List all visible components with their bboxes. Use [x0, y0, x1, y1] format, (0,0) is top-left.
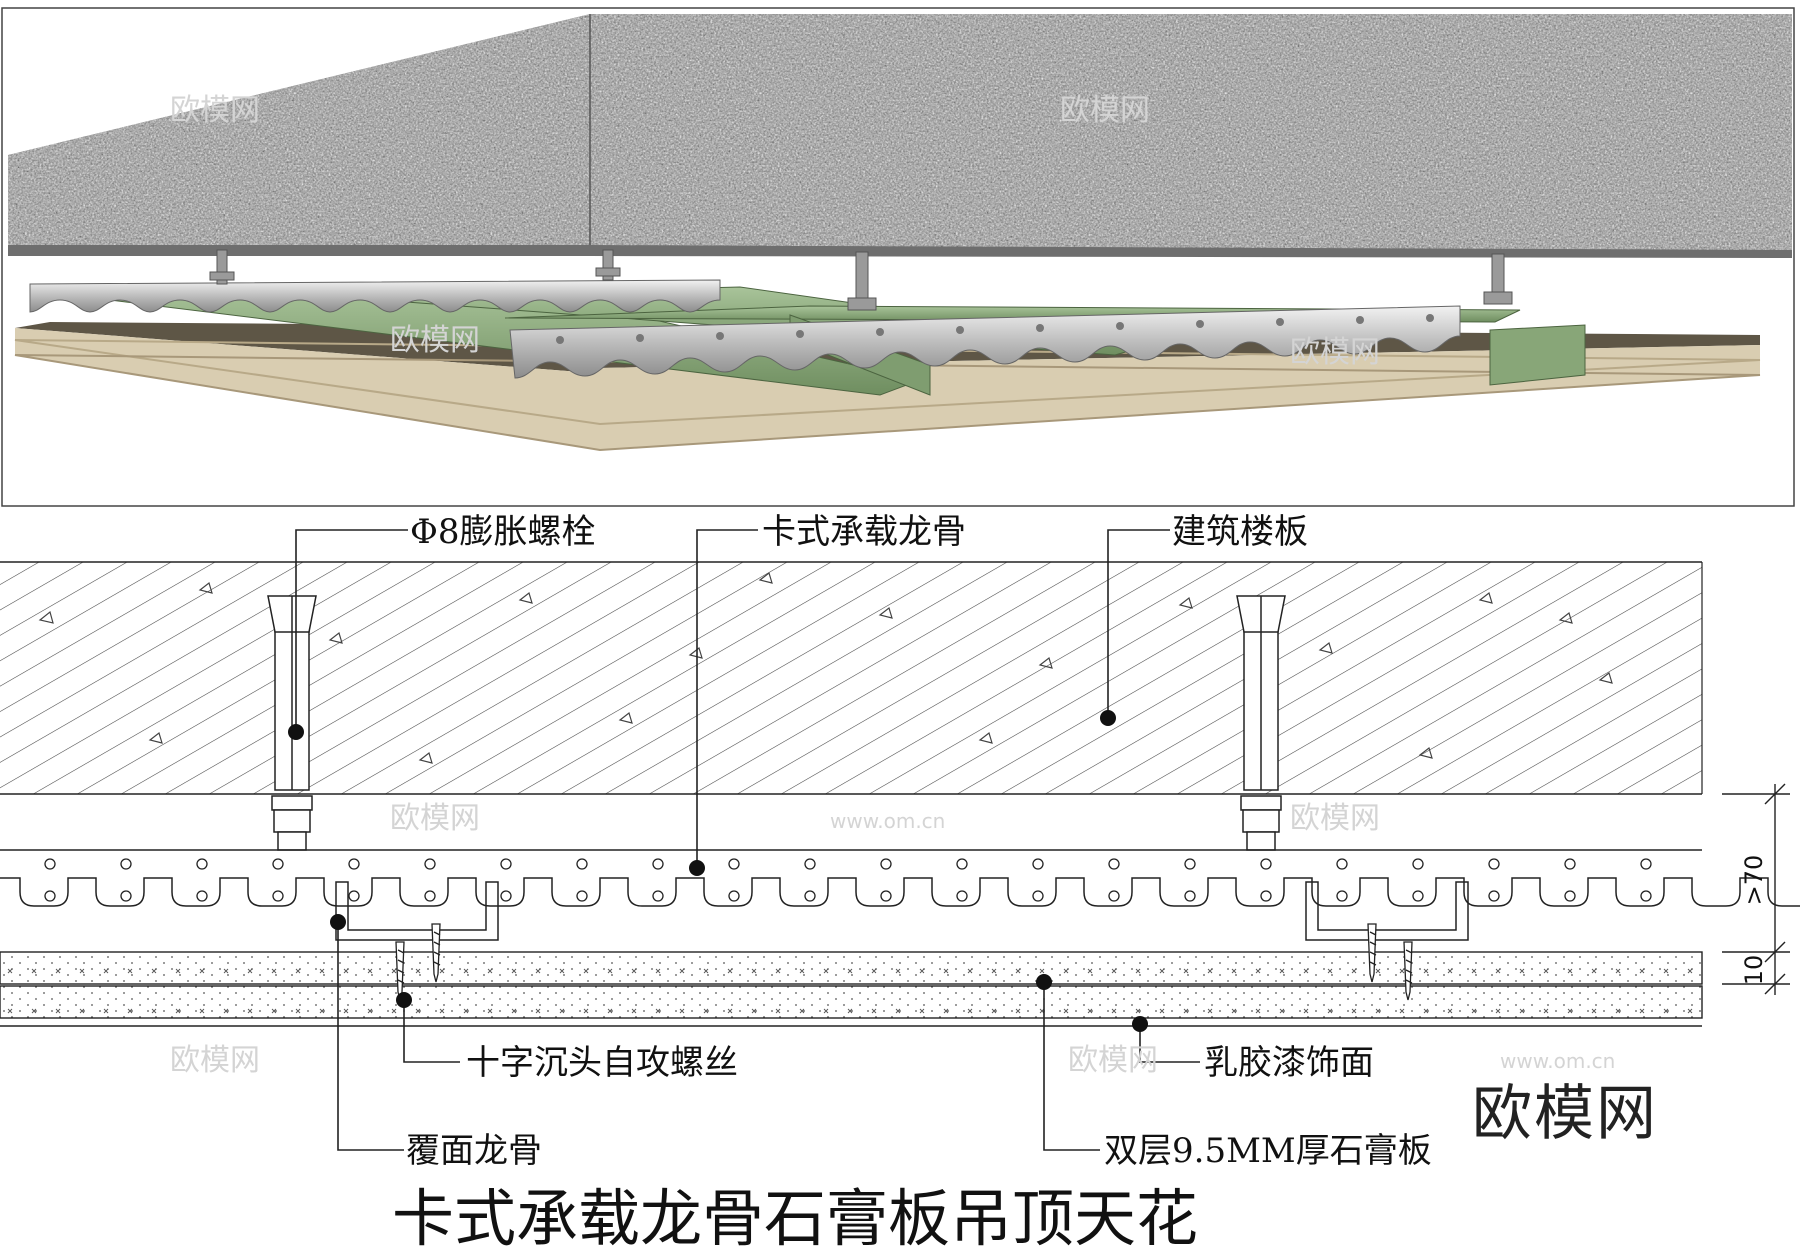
leader-lines	[295, 529, 1200, 1151]
watermark-8: 欧模网	[1068, 1043, 1158, 1078]
label-building-slab: 建筑楼板	[1172, 512, 1308, 552]
label-expansion-bolt: Φ8膨胀螺栓	[410, 512, 596, 552]
self-tapping-screws	[395, 923, 1413, 1001]
diagram-title: 卡式承载龙骨石膏板吊顶天花	[392, 1182, 1198, 1255]
watermark-4: 欧模网	[1290, 335, 1380, 370]
carrier-channel-section	[0, 849, 1800, 907]
expansion-bolt-right	[1236, 595, 1286, 851]
watermark-2: 欧模网	[1060, 93, 1150, 128]
leader-dots	[288, 710, 1148, 1032]
carrier-channel-back-3d	[29, 279, 721, 313]
watermark-1: 欧模网	[170, 93, 260, 128]
watermark-7: 欧模网	[170, 1043, 260, 1078]
concrete-slab-3d	[8, 14, 1792, 258]
slab-section	[0, 562, 1702, 794]
label-cover-stud: 覆面龙骨	[406, 1131, 542, 1171]
label-latex-paint: 乳胶漆饰面	[1204, 1043, 1374, 1083]
aggregate-marks	[38, 571, 1613, 764]
label-carrier-channel: 卡式承载龙骨	[762, 512, 966, 552]
label-self-tapping-screw: 十字沉头自攻螺丝	[466, 1043, 738, 1083]
brand-logo: 欧模网	[1472, 1079, 1658, 1149]
watermark-url-1: www.om.cn	[830, 809, 945, 833]
isometric-illustration: 欧模网 欧模网 欧模网 欧模网	[8, 14, 1792, 452]
label-gypsum-board: 双层9.5MM厚石膏板	[1104, 1131, 1432, 1171]
expansion-bolt-left	[267, 595, 317, 851]
watermark-url-2: www.om.cn	[1500, 1049, 1615, 1073]
dimension-lines	[1722, 783, 1790, 995]
watermark-6: 欧模网	[1290, 801, 1380, 836]
watermark-5: 欧模网	[390, 801, 480, 836]
cover-stud-sections	[335, 881, 1469, 941]
carrier-channel-front-3d	[509, 305, 1461, 379]
dimension-upper: >70	[1740, 855, 1768, 906]
section-drawing: >70 10 Φ8膨胀螺栓 卡式承载龙骨 建筑楼板 十字沉头自攻螺丝 乳胶漆饰面…	[0, 512, 1800, 1255]
watermark-3: 欧模网	[390, 323, 480, 358]
dimension-lower: 10	[1740, 955, 1768, 986]
hanger-rods-3d	[209, 249, 1513, 311]
gypsum-board-sections	[0, 951, 1703, 1027]
